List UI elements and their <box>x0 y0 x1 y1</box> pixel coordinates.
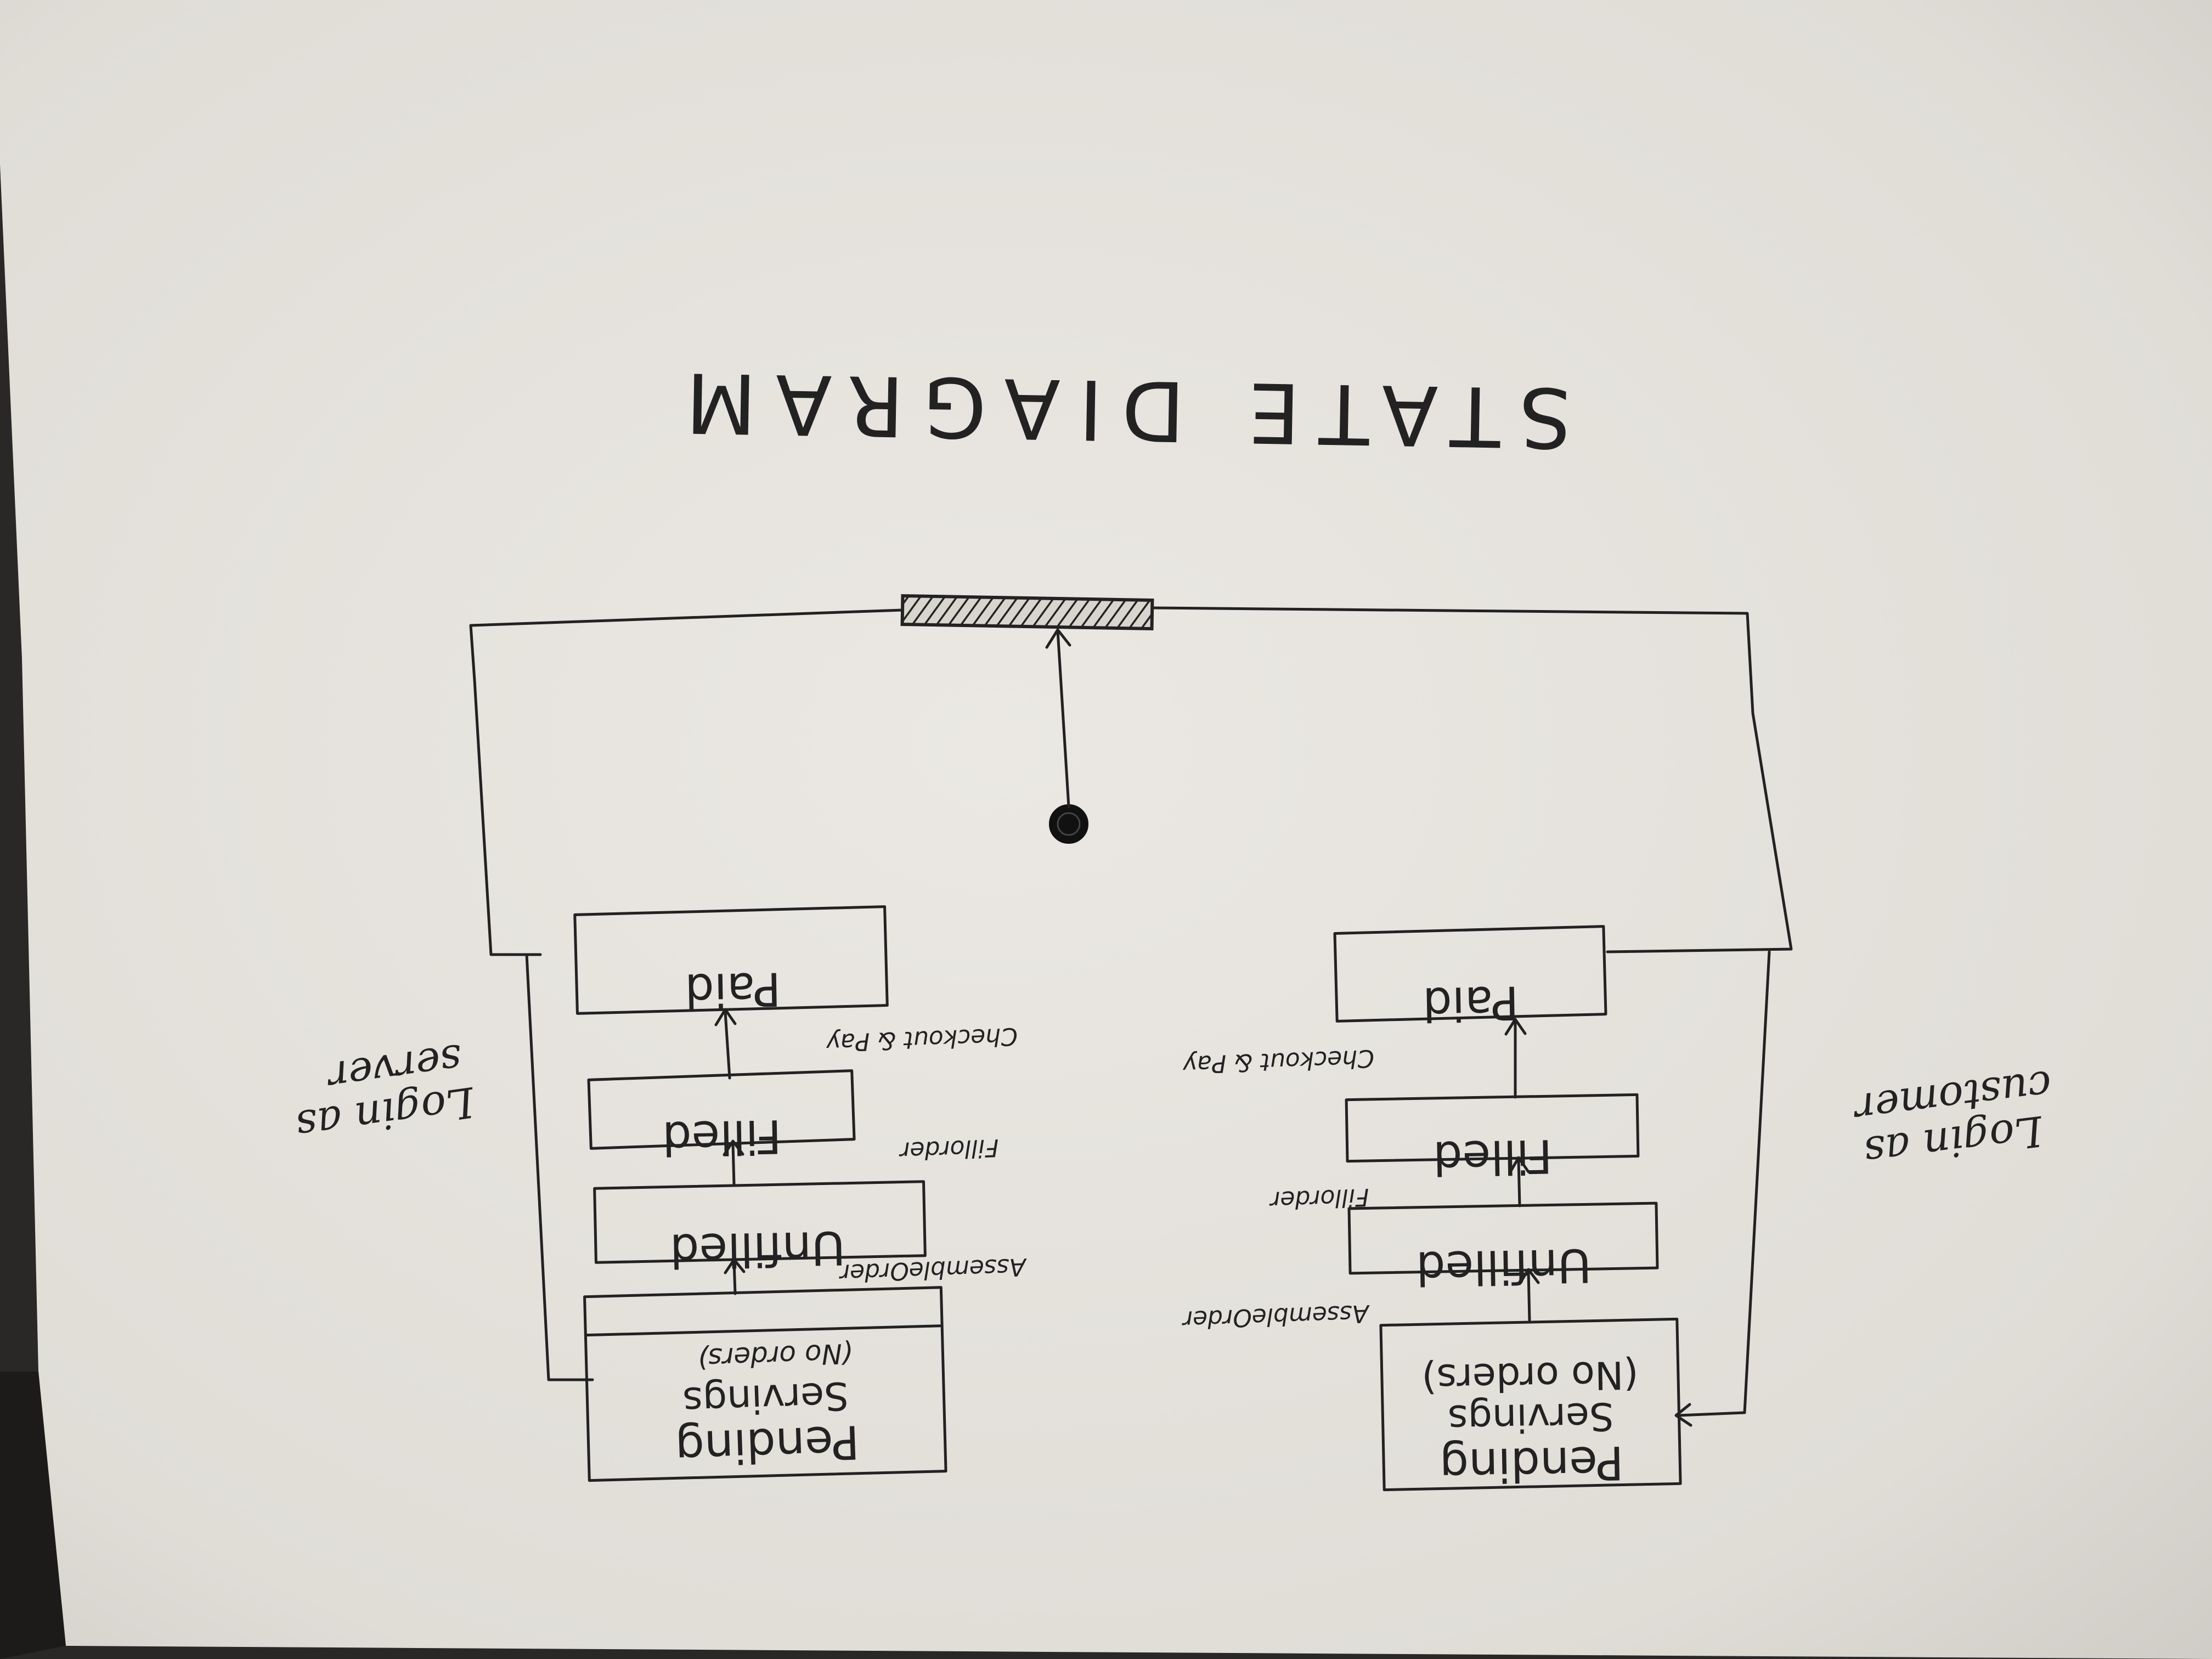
customer-pending-note: (No orders) <box>1421 1352 1639 1401</box>
customer-arrow-assemble <box>1527 1270 1531 1323</box>
customer-pending-label-2: Servings <box>1447 1393 1614 1441</box>
customer-filled-label: Filled <box>1432 1129 1553 1185</box>
server-arrow-fill <box>731 1142 736 1187</box>
server-pending-note: (No orders) <box>697 1337 853 1374</box>
customer-pending-label: Pending <box>1439 1436 1624 1493</box>
customer-arrow-fill <box>1517 1159 1521 1207</box>
customer-filled-box <box>1345 1093 1640 1163</box>
server-transition-assemble: AssembleOrder <box>838 1252 1028 1287</box>
server-unfilled-box <box>593 1180 927 1264</box>
server-arrow-assemble <box>732 1260 737 1295</box>
server-pending-label: Pending <box>674 1415 860 1475</box>
left-outer-line <box>469 608 904 956</box>
server-filled-box <box>587 1069 856 1150</box>
right-outer-bottom-arrow <box>1674 1403 1692 1427</box>
fork-bar <box>900 594 1154 631</box>
server-arrow-fill-head <box>723 1139 744 1156</box>
customer-unfilled-box <box>1347 1201 1659 1275</box>
diagram-title: STATE DIAGRAM <box>666 354 1572 465</box>
diagram-title-group: STATE DIAGRAM <box>666 354 1572 465</box>
server-branch: Pending Servings (No orders) AssembleOrd… <box>293 905 1028 1482</box>
server-filled-label: Filled <box>662 1109 782 1165</box>
initial-transition-line <box>1056 629 1070 808</box>
server-transition-fill: Fillorder <box>898 1133 1000 1165</box>
customer-unfilled-label: Unfilled <box>1415 1238 1592 1295</box>
right-outer-bottom <box>1677 950 1771 1417</box>
customer-arrow-checkout-head <box>1504 1018 1527 1036</box>
initial-state-dot-ring <box>1057 812 1081 836</box>
left-outer-bottom <box>525 953 594 1381</box>
table-edge <box>0 1372 66 1659</box>
customer-paid-label: Paid <box>1423 975 1520 1031</box>
initial-transition-arrowhead <box>1045 628 1071 649</box>
server-paid-label: Paid <box>685 962 782 1017</box>
server-pending-box <box>583 1286 947 1482</box>
customer-transition-assemble: AssembleOrder <box>1181 1299 1370 1334</box>
server-paid-box <box>573 905 889 1015</box>
server-arrow-checkout <box>724 1011 731 1080</box>
customer-branch: Pending Servings (No orders) AssembleOrd… <box>1181 925 2055 1493</box>
customer-paid-box <box>1333 925 1607 1023</box>
right-outer-line <box>1150 606 1793 953</box>
initial-state-dot <box>1049 804 1088 844</box>
customer-transition-fill: Fillorder <box>1268 1183 1370 1214</box>
server-transition-checkout: Checkout & Pay <box>825 1022 1018 1057</box>
customer-transition-checkout: Checkout & Pay <box>1182 1044 1375 1079</box>
server-pending-divider <box>584 1324 944 1337</box>
server-pending-label-2: Servings <box>682 1373 849 1424</box>
server-unfilled-label: Unfilled <box>669 1221 845 1278</box>
